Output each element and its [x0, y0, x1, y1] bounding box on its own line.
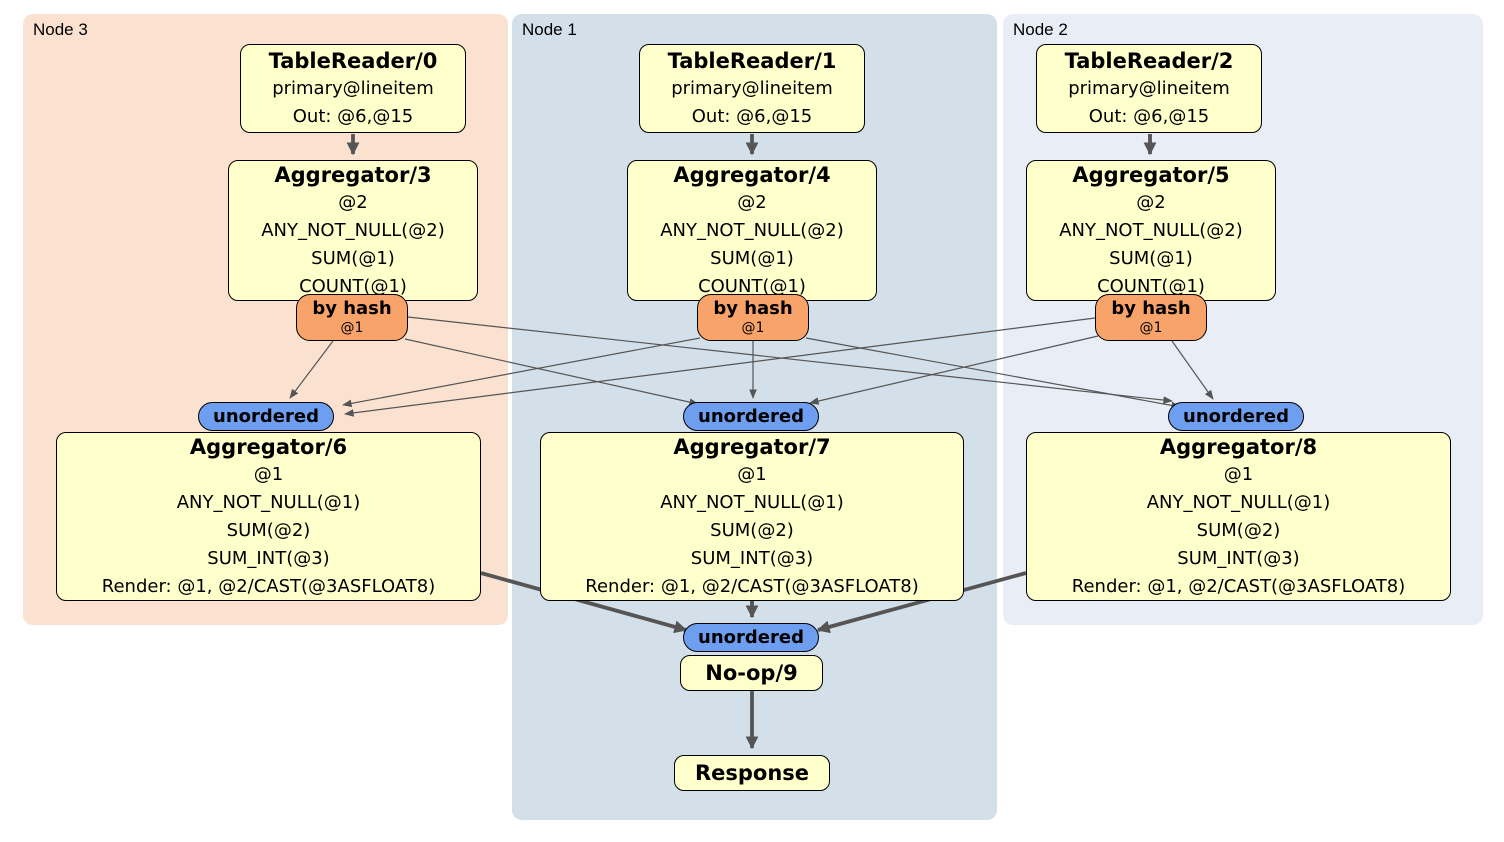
op-title: Aggregator/8: [1159, 434, 1318, 459]
op-detail: Out: @6,@15: [1088, 105, 1210, 127]
op-detail: SUM_INT(@3): [1177, 547, 1300, 569]
op-detail: ANY_NOT_NULL(@2): [660, 219, 844, 241]
op-detail: SUM_INT(@3): [690, 547, 814, 569]
panel-label-node2: Node 2: [1013, 20, 1068, 39]
router-label: by hash: [312, 298, 392, 319]
panel-label-node3: Node 3: [33, 20, 88, 39]
op-detail: @1: [253, 463, 284, 485]
op-detail: ANY_NOT_NULL(@1): [660, 491, 844, 513]
op-detail: @2: [338, 191, 368, 213]
router-by-hash-node2: by hash @1: [1095, 294, 1207, 341]
op-aggregator-3: Aggregator/3 @2 ANY_NOT_NULL(@2) SUM(@1)…: [228, 160, 478, 301]
router-by-hash-node3: by hash @1: [296, 294, 408, 341]
op-title: Aggregator/3: [274, 162, 432, 187]
op-detail: @2: [1136, 191, 1166, 213]
op-detail: SUM(@2): [710, 519, 794, 541]
op-response: Response: [674, 755, 830, 791]
op-title: No-op/9: [705, 661, 798, 685]
op-detail: Out: @6,@15: [691, 105, 813, 127]
router-label: by hash: [1111, 298, 1191, 319]
sync-unordered-node1: unordered: [683, 402, 819, 431]
router-by-hash-node1: by hash @1: [697, 294, 809, 341]
op-detail: ANY_NOT_NULL(@2): [261, 219, 445, 241]
router-key: @1: [1139, 320, 1163, 336]
op-tablereader-1: TableReader/1 primary@lineitem Out: @6,@…: [639, 44, 865, 133]
sync-unordered-node3: unordered: [198, 402, 334, 431]
op-detail: SUM(@1): [710, 247, 794, 269]
op-title: TableReader/0: [268, 48, 438, 73]
op-detail: Render: @1, @2/CAST(@3ASFLOAT8): [101, 575, 436, 597]
panel-label-node1: Node 1: [522, 20, 577, 39]
op-detail: SUM_INT(@3): [207, 547, 330, 569]
op-detail: SUM(@2): [1196, 519, 1281, 541]
op-detail: ANY_NOT_NULL(@1): [1146, 491, 1331, 513]
op-detail: COUNT(@1): [1097, 275, 1205, 297]
op-noop-9: No-op/9: [680, 655, 823, 691]
op-aggregator-8: Aggregator/8 @1 ANY_NOT_NULL(@1) SUM(@2)…: [1026, 432, 1451, 601]
op-detail: ANY_NOT_NULL(@2): [1059, 219, 1243, 241]
op-detail: Render: @1, @2/CAST(@3ASFLOAT8): [585, 575, 919, 597]
op-title: Aggregator/7: [673, 434, 831, 459]
op-title: Aggregator/5: [1072, 162, 1230, 187]
op-aggregator-6: Aggregator/6 @1 ANY_NOT_NULL(@1) SUM(@2)…: [56, 432, 481, 601]
op-detail: ANY_NOT_NULL(@1): [176, 491, 361, 513]
sync-unordered-node2: unordered: [1168, 402, 1304, 431]
op-detail: primary@lineitem: [671, 77, 833, 99]
op-title: Aggregator/6: [189, 434, 348, 459]
op-detail: SUM(@1): [1109, 247, 1193, 269]
op-detail: COUNT(@1): [299, 275, 407, 297]
op-tablereader-0: TableReader/0 primary@lineitem Out: @6,@…: [240, 44, 466, 133]
op-title: Response: [694, 761, 810, 785]
op-detail: @1: [737, 463, 767, 485]
op-detail: Out: @6,@15: [292, 105, 414, 127]
op-aggregator-5: Aggregator/5 @2 ANY_NOT_NULL(@2) SUM(@1)…: [1026, 160, 1276, 301]
router-label: by hash: [713, 298, 793, 319]
op-title: Aggregator/4: [673, 162, 831, 187]
op-detail: SUM(@2): [226, 519, 311, 541]
op-detail: @2: [737, 191, 767, 213]
op-detail: Render: @1, @2/CAST(@3ASFLOAT8): [1071, 575, 1406, 597]
op-aggregator-4: Aggregator/4 @2 ANY_NOT_NULL(@2) SUM(@1)…: [627, 160, 877, 301]
op-detail: primary@lineitem: [1068, 77, 1230, 99]
op-detail: primary@lineitem: [272, 77, 434, 99]
op-aggregator-7: Aggregator/7 @1 ANY_NOT_NULL(@1) SUM(@2)…: [540, 432, 964, 601]
router-key: @1: [340, 320, 364, 336]
sync-unordered-final: unordered: [683, 623, 819, 652]
op-title: TableReader/1: [667, 48, 837, 73]
op-detail: COUNT(@1): [698, 275, 806, 297]
op-tablereader-2: TableReader/2 primary@lineitem Out: @6,@…: [1036, 44, 1262, 133]
router-key: @1: [741, 320, 765, 336]
op-detail: @1: [1223, 463, 1254, 485]
op-title: TableReader/2: [1064, 48, 1234, 73]
op-detail: SUM(@1): [311, 247, 395, 269]
